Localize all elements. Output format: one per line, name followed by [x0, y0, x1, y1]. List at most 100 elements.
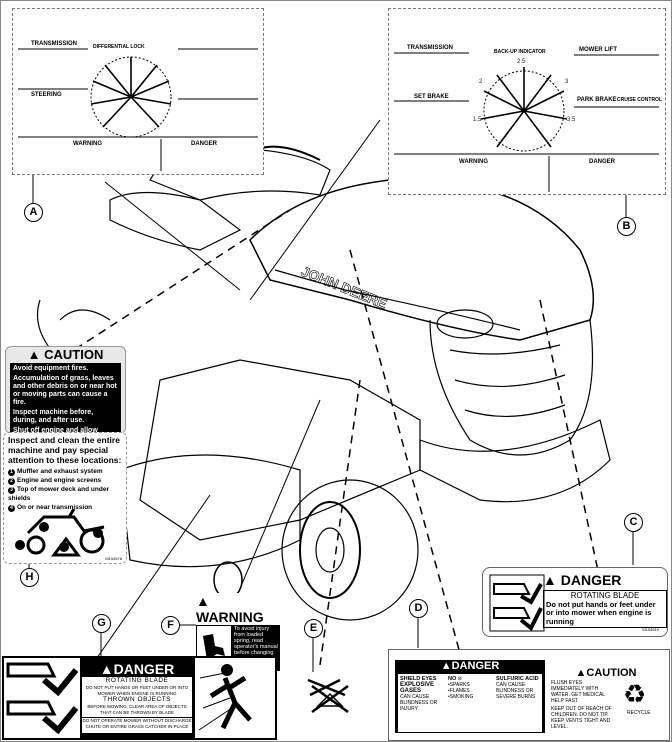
decal-b-center-title: BACK-UP INDICATOR: [494, 49, 546, 55]
dashed-d: [349, 249, 471, 691]
danger-header: ▲ DANGER: [543, 572, 622, 588]
decal-a-art: [18, 48, 258, 171]
danger-header-text: DANGER: [451, 660, 500, 672]
leader-f: [229, 399, 321, 613]
cell-big: EXPLOSIVE GASES: [400, 682, 435, 694]
caution-body-1: FLUSH EYES IMMEDIATELY WITH WATER. GET M…: [551, 680, 605, 704]
decal-a: TRANSMISSION STEERING DIFFERENTIAL LOCK …: [12, 8, 264, 175]
thrown-objects-icon: [195, 658, 275, 738]
decal-b-right-panel-1: MOWER LIFT: [579, 47, 617, 53]
cell-title: SULFURIC ACID: [496, 676, 539, 682]
decal-g-danger: ▲DANGER ROTATING BLADE DO NOT PUT HANDS …: [2, 656, 277, 740]
dashed-h: [39, 209, 291, 373]
decal-a-left-panel-1: TRANSMISSION: [31, 41, 78, 47]
warning-header-text: WARNING: [196, 609, 264, 625]
decal-b-dial-right: 3: [565, 79, 569, 85]
leader-a: [104, 181, 241, 291]
steering-wheel: [254, 145, 321, 161]
caution-line: Accumulation of grass, leaves and other …: [13, 375, 117, 406]
decal-b-right-panel-3: CRUISE CONTROL: [617, 97, 662, 103]
cell-body: CAN CAUSE BLINDNESS OR SEVERE BURNS: [496, 682, 536, 700]
decal-h-inspect: Inspect and clean the entire machine and…: [3, 432, 127, 564]
decal-b: TRANSMISSION SET BRAKE BACK-UP INDICATOR…: [388, 8, 666, 195]
danger-header-text: DANGER: [113, 661, 175, 677]
no-pressure-wash-icon: [307, 678, 349, 714]
hood-line: [274, 269, 521, 331]
no-flame-cell: NO ⊘ •SPARKS •FLAMES •SMOKING: [446, 674, 494, 732]
item-number: 1: [8, 469, 15, 476]
cell-item: •SPARKS: [448, 682, 470, 688]
blade-hazard-icon: [489, 574, 545, 632]
decal-b-right-panel-2: PARK BRAKE: [577, 97, 617, 103]
caution-header: ▲CAUTION: [575, 667, 637, 679]
danger-sub-2: THROWN OBJECTS: [102, 696, 172, 703]
cell-item: •SMOKING: [448, 694, 474, 700]
callout-f: F: [161, 616, 180, 635]
danger-line-2: BEFORE MOWING, CLEAR AREA OF OBJECTS THA…: [87, 704, 187, 715]
danger-header-text: DANGER: [560, 572, 622, 588]
callout-d: D: [409, 599, 428, 618]
callout-e: E: [304, 619, 323, 638]
decal-a-warning: WARNING: [73, 141, 102, 147]
caution-header-text: CAUTION: [44, 347, 104, 362]
decal-c-danger: ▲ DANGER ROTATING BLADE Do not put hands…: [482, 567, 668, 637]
item-text: On or near transmission: [17, 504, 93, 511]
grille: [429, 319, 594, 456]
callout-g: G: [92, 614, 111, 633]
front-wheel: [281, 479, 419, 621]
recycle-label: RECYCLE: [627, 710, 651, 716]
decal-b-dial-left-low: 1.5: [473, 117, 482, 123]
decal-h-caution: ▲ CAUTION Avoid equipment fires. Accumul…: [5, 346, 126, 455]
callout-a: A: [24, 203, 43, 222]
danger-header: ▲DANGER: [82, 661, 192, 677]
decal-b-danger: DANGER: [589, 159, 616, 165]
blade-hazard-icon: [4, 658, 80, 738]
callout-h: H: [20, 568, 39, 587]
danger-header: ▲DANGER: [440, 660, 500, 672]
acid-cell: SULFURIC ACID CAN CAUSE BLINDNESS OR SEV…: [494, 674, 542, 732]
cell-body: CAN CAUSE BLINDNESS OR INJURY: [400, 694, 438, 712]
callout-b: B: [617, 217, 636, 236]
chassis: [139, 359, 421, 541]
tractor-diagram-icon: [15, 509, 105, 557]
item-number: 3: [8, 487, 15, 494]
fender-left: [109, 191, 242, 251]
rear-wheel-hub: [59, 309, 111, 321]
cell-title: NO: [448, 676, 457, 682]
brand-logo: JOHN DEERE: [299, 263, 389, 312]
caution-header: ▲ CAUTION: [27, 347, 104, 362]
dashed-e: [319, 379, 361, 666]
danger-message: ROTATING BLADE Do not put hands or feet …: [543, 590, 667, 628]
caution-line: Avoid equipment fires.: [13, 365, 89, 372]
decal-a-danger: DANGER: [191, 141, 218, 147]
caution-body-2: KEEP OUT OF REACH OF CHILDREN. DO NOT TI…: [551, 706, 612, 730]
danger-body: Do not put hands or feet under or into m…: [546, 599, 656, 626]
leader-b: [249, 119, 381, 301]
item-number: 2: [8, 478, 15, 485]
danger-message: ▲DANGER ROTATING BLADE DO NOT PUT HANDS …: [82, 661, 192, 733]
leader-g: [89, 494, 211, 669]
battery-danger: ▲DANGER SHIELD EYES EXPLOSIVE GASES CAN …: [395, 660, 545, 733]
headlight: [436, 309, 494, 339]
front-bumper: [419, 419, 611, 503]
leader-lines: [89, 119, 381, 669]
item-text: Muffler and exhaust system: [17, 468, 103, 475]
decal-f-warning: ▲ WARNING To avoid injury from loaded sp…: [196, 593, 280, 671]
grille-bars: [449, 344, 566, 418]
callout-stems: [28, 175, 634, 672]
decal-d-battery: ▲DANGER SHIELD EYES EXPLOSIVE GASES CAN …: [388, 649, 670, 741]
warning-header: ▲ WARNING: [196, 593, 264, 625]
cell-item: •FLAMES: [448, 688, 470, 694]
danger-sub-1: ROTATING BLADE: [105, 677, 169, 684]
hood: [249, 178, 595, 341]
danger-line-3: DO NOT OPERATE MOWER WITHOUT DISCHARGE C…: [82, 717, 192, 729]
no-smoking-icon: ⊘: [457, 676, 462, 682]
cell-title: SHIELD EYES: [400, 676, 437, 682]
decal-b-dial-top: 2.5: [517, 59, 526, 65]
recycle-icon: ♻: [623, 679, 647, 709]
danger-subtitle: ROTATING BLADE: [570, 591, 640, 600]
